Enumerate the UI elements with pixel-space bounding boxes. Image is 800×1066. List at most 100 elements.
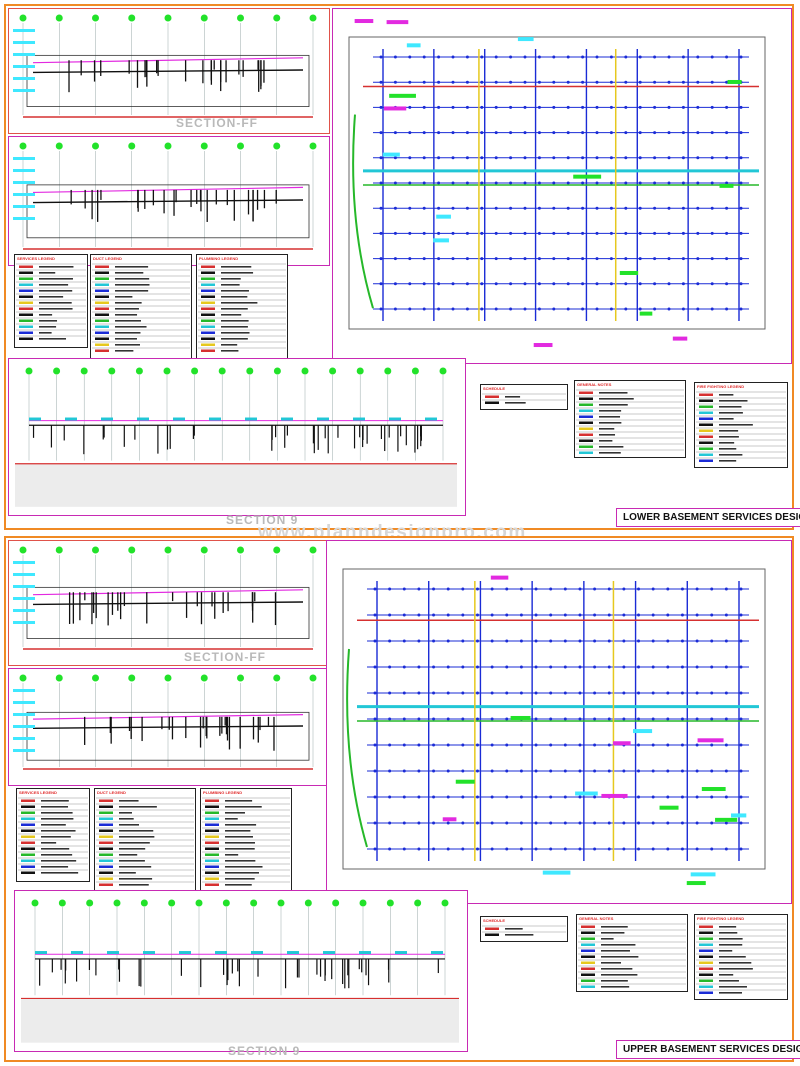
sprinkler-head-icon [552, 55, 556, 59]
legend-swatch [95, 349, 109, 352]
sprinkler-head-icon [417, 665, 421, 669]
sprinkler-head-icon [667, 181, 671, 185]
sprinkler-head-icon [609, 156, 613, 160]
sprinkler-head-icon [505, 847, 509, 851]
sprinkler-head-icon [581, 181, 585, 185]
legend-text-bar [39, 296, 64, 298]
sprinkler-head-icon [402, 587, 406, 591]
sprinkler-head-icon [581, 307, 585, 311]
sprinkler-head-icon [637, 821, 641, 825]
grid-marker-icon [200, 674, 208, 682]
sprinkler-head-icon [534, 769, 538, 773]
sprinkler-head-icon [739, 257, 743, 261]
grid-marker-icon [19, 14, 27, 22]
legend-swatch [95, 313, 109, 316]
sprinkler-head-icon [537, 105, 541, 109]
upper-basement-sheet: SECTION-FF SERVICES LEGEND DUCT LEGEND P… [4, 536, 800, 1062]
legend-text-bar [115, 326, 147, 328]
sprinkler-head-icon [534, 717, 538, 721]
sprinkler-head-icon [393, 80, 397, 84]
sprinkler-head-icon [505, 769, 509, 773]
legend-text-bar [119, 830, 154, 832]
sprinkler-head-icon [739, 691, 743, 695]
sprinkler-head-icon [379, 55, 383, 59]
sprinkler-head-icon [523, 80, 527, 84]
sprinkler-head-icon [379, 231, 383, 235]
legend-text-bar [719, 430, 739, 432]
sprinkler-head-icon [563, 717, 567, 721]
legend-swatch [99, 853, 113, 856]
legend-swatch [21, 811, 35, 814]
annotation-tag [433, 238, 449, 243]
sprinkler-head-icon [373, 821, 377, 825]
sprinkler-head-icon [437, 156, 441, 160]
sprinkler-head-icon [566, 231, 570, 235]
lower-basement-sheet: SECTION-FF SERVICES LEGEND DUCT LEGEND P… [4, 4, 800, 530]
sprinkler-head-icon [725, 131, 729, 135]
legend-swatch [699, 447, 713, 450]
sprinkler-head-icon [417, 639, 421, 643]
legend-text-bar [601, 968, 633, 970]
grid-marker-icon [31, 899, 39, 907]
sprinkler-head-icon [581, 156, 585, 160]
grid-marker-icon [386, 899, 394, 907]
sprinkler-head-icon [523, 105, 527, 109]
legend-swatch [581, 943, 595, 946]
sprinkler-head-icon [465, 80, 469, 84]
legend-swatch [19, 331, 33, 334]
legend-swatch [699, 979, 713, 982]
legend-text-bar [119, 872, 136, 874]
section-9-frame [14, 890, 468, 1052]
annotation-tag [715, 817, 738, 822]
sprinkler-head-icon [739, 795, 743, 799]
grid-marker-icon [309, 142, 317, 150]
legend-swatch [201, 271, 215, 274]
section-9-drawing [21, 899, 459, 1043]
sprinkler-head-icon [393, 307, 397, 311]
sprinkler-head-icon [373, 691, 377, 695]
legend-swatch [95, 331, 109, 334]
sprinkler-head-icon [465, 156, 469, 160]
sprinkler-head-icon [465, 307, 469, 311]
sprinkler-head-icon [373, 639, 377, 643]
legend-swatch [21, 805, 35, 808]
legend-text-bar [225, 860, 256, 862]
annotation-tag [639, 311, 653, 316]
sprinkler-head-icon [609, 206, 613, 210]
grid-marker-icon [304, 899, 312, 907]
section-9-caption: SECTION 9 [226, 513, 299, 527]
sprinkler-head-icon [710, 181, 714, 185]
sprinkler-head-icon [739, 55, 743, 59]
sprinkler-head-icon [666, 847, 670, 851]
legend-text-bar [119, 860, 145, 862]
sprinkler-head-icon [465, 181, 469, 185]
legend-text-bar [119, 854, 138, 856]
sprinkler-head-icon [666, 769, 670, 773]
sprinkler-head-icon [566, 55, 570, 59]
sprinkler-head-icon [739, 587, 743, 591]
sprinkler-head-icon [739, 131, 743, 135]
sprinkler-head-icon [681, 105, 685, 109]
lower-sheet-title: LOWER BASEMENT SERVICES DESIGN [616, 508, 800, 527]
sprinkler-head-icon [432, 613, 436, 617]
sprinkler-head-icon [666, 639, 670, 643]
sprinkler-head-icon [537, 231, 541, 235]
sprinkler-head-icon [475, 613, 479, 617]
legend-swatch [99, 805, 113, 808]
sprinkler-head-icon [696, 55, 700, 59]
legend-swatch [699, 393, 713, 396]
sprinkler-head-icon [739, 821, 743, 825]
sprinkler-head-icon [695, 795, 699, 799]
sprinkler-head-icon [461, 587, 465, 591]
legend-text-bar [505, 928, 523, 930]
sprinkler-head-icon [651, 717, 655, 721]
sprinkler-head-icon [417, 821, 421, 825]
grid-marker-icon [359, 899, 367, 907]
sprinkler-head-icon [681, 231, 685, 235]
sprinkler-head-icon [593, 691, 597, 695]
sprinkler-head-icon [475, 743, 479, 747]
sprinkler-head-icon [388, 847, 392, 851]
sprinkler-head-icon [446, 769, 450, 773]
grid-marker-icon [332, 899, 340, 907]
sprinkler-head-icon [622, 587, 626, 591]
